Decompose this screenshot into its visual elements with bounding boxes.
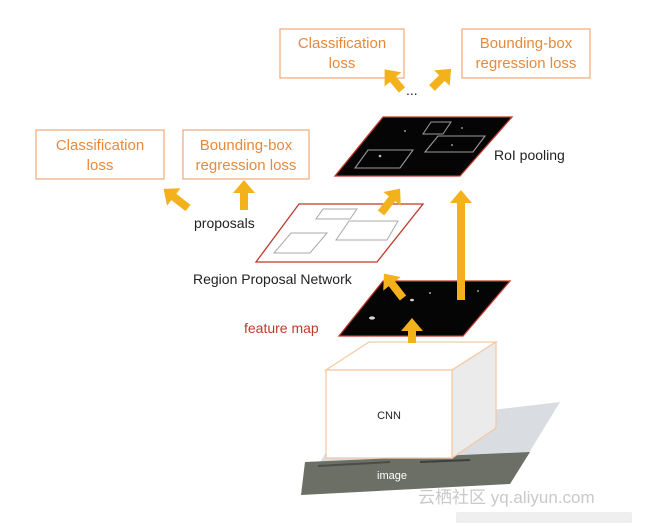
image-detail-1 <box>317 461 391 467</box>
left-bbox-loss-text-2: regression loss <box>196 157 297 174</box>
proposal-box-3 <box>272 232 329 254</box>
feature-speck-3 <box>429 292 431 294</box>
left-classification-loss-frame <box>35 129 165 180</box>
left-bbox-loss-frame <box>182 129 310 180</box>
roi-box-3 <box>423 135 487 153</box>
left-classification-loss-text-1: Classification <box>56 137 144 154</box>
image-label: image <box>377 470 407 482</box>
top-bbox-loss-text-1: Bounding-box <box>480 35 573 52</box>
left-classification-loss-text-2: loss <box>87 157 114 174</box>
top-bbox-loss-frame <box>461 28 591 79</box>
roi-box-1 <box>353 149 415 169</box>
rpn-label: Region Proposal Network <box>193 271 353 287</box>
left-bbox-loss-text-1: Bounding-box <box>200 137 293 154</box>
top-bbox-loss-box: Bounding-box regression loss <box>461 28 591 79</box>
feature-map <box>337 280 512 337</box>
watermark-shadow-strip <box>456 512 632 523</box>
cnn-label: CNN <box>377 410 401 422</box>
top-classification-loss-text-1: Classification <box>298 35 386 52</box>
image-ground-strip <box>301 452 530 495</box>
proposals-plane-group <box>254 203 425 263</box>
arrow-proposals-to-left-classification <box>163 188 191 212</box>
top-classification-loss-frame <box>279 28 405 79</box>
roi-speck-3 <box>451 144 453 146</box>
roi-pooling-label: RoI pooling <box>494 147 565 163</box>
arrow-roi-to-top-bbox <box>429 68 452 91</box>
arrow-proposals-to-left-bbox <box>233 180 255 210</box>
roi-pooling-map <box>333 116 514 177</box>
top-classification-loss-box: Classification loss <box>279 28 405 79</box>
top-bbox-loss-text-2: regression loss <box>476 55 577 72</box>
watermark-text: 云栖社区 yq.aliyun.com <box>418 488 595 507</box>
left-bbox-loss-box: Bounding-box regression loss <box>182 129 310 180</box>
cnn-box-front <box>325 369 453 459</box>
feature-speck-4 <box>477 290 479 292</box>
feature-map-label: feature map <box>244 320 319 336</box>
left-classification-loss-box: Classification loss <box>35 129 165 180</box>
arrow-feature-map-to-proposals <box>383 273 407 301</box>
proposals-label: proposals <box>194 215 255 231</box>
roi-speck-4 <box>461 127 463 129</box>
arrow-feature-map-to-roi <box>450 190 472 300</box>
feature-map-plane <box>337 280 512 337</box>
feature-speck-1 <box>369 316 375 320</box>
proposal-box-1 <box>315 208 358 220</box>
feature-speck-2 <box>410 298 414 302</box>
arrow-cnn-to-feature-map <box>401 318 423 343</box>
roi-speck-1 <box>378 154 382 158</box>
top-classification-loss-text-2: loss <box>329 55 356 72</box>
ellipsis-text: ... <box>406 82 418 98</box>
watermark: 云栖社区 yq.aliyun.com <box>418 488 632 523</box>
roi-speck-2 <box>404 130 406 132</box>
arrow-roi-to-top-classification <box>384 69 406 93</box>
proposal-box-2 <box>335 220 399 241</box>
roi-pooling-plane <box>333 116 514 177</box>
cnn-box: CNN <box>323 340 499 460</box>
arrow-proposals-to-roi <box>377 188 401 216</box>
image-detail-2 <box>419 459 471 463</box>
proposals-plane <box>254 203 425 263</box>
roi-box-2 <box>422 121 452 135</box>
